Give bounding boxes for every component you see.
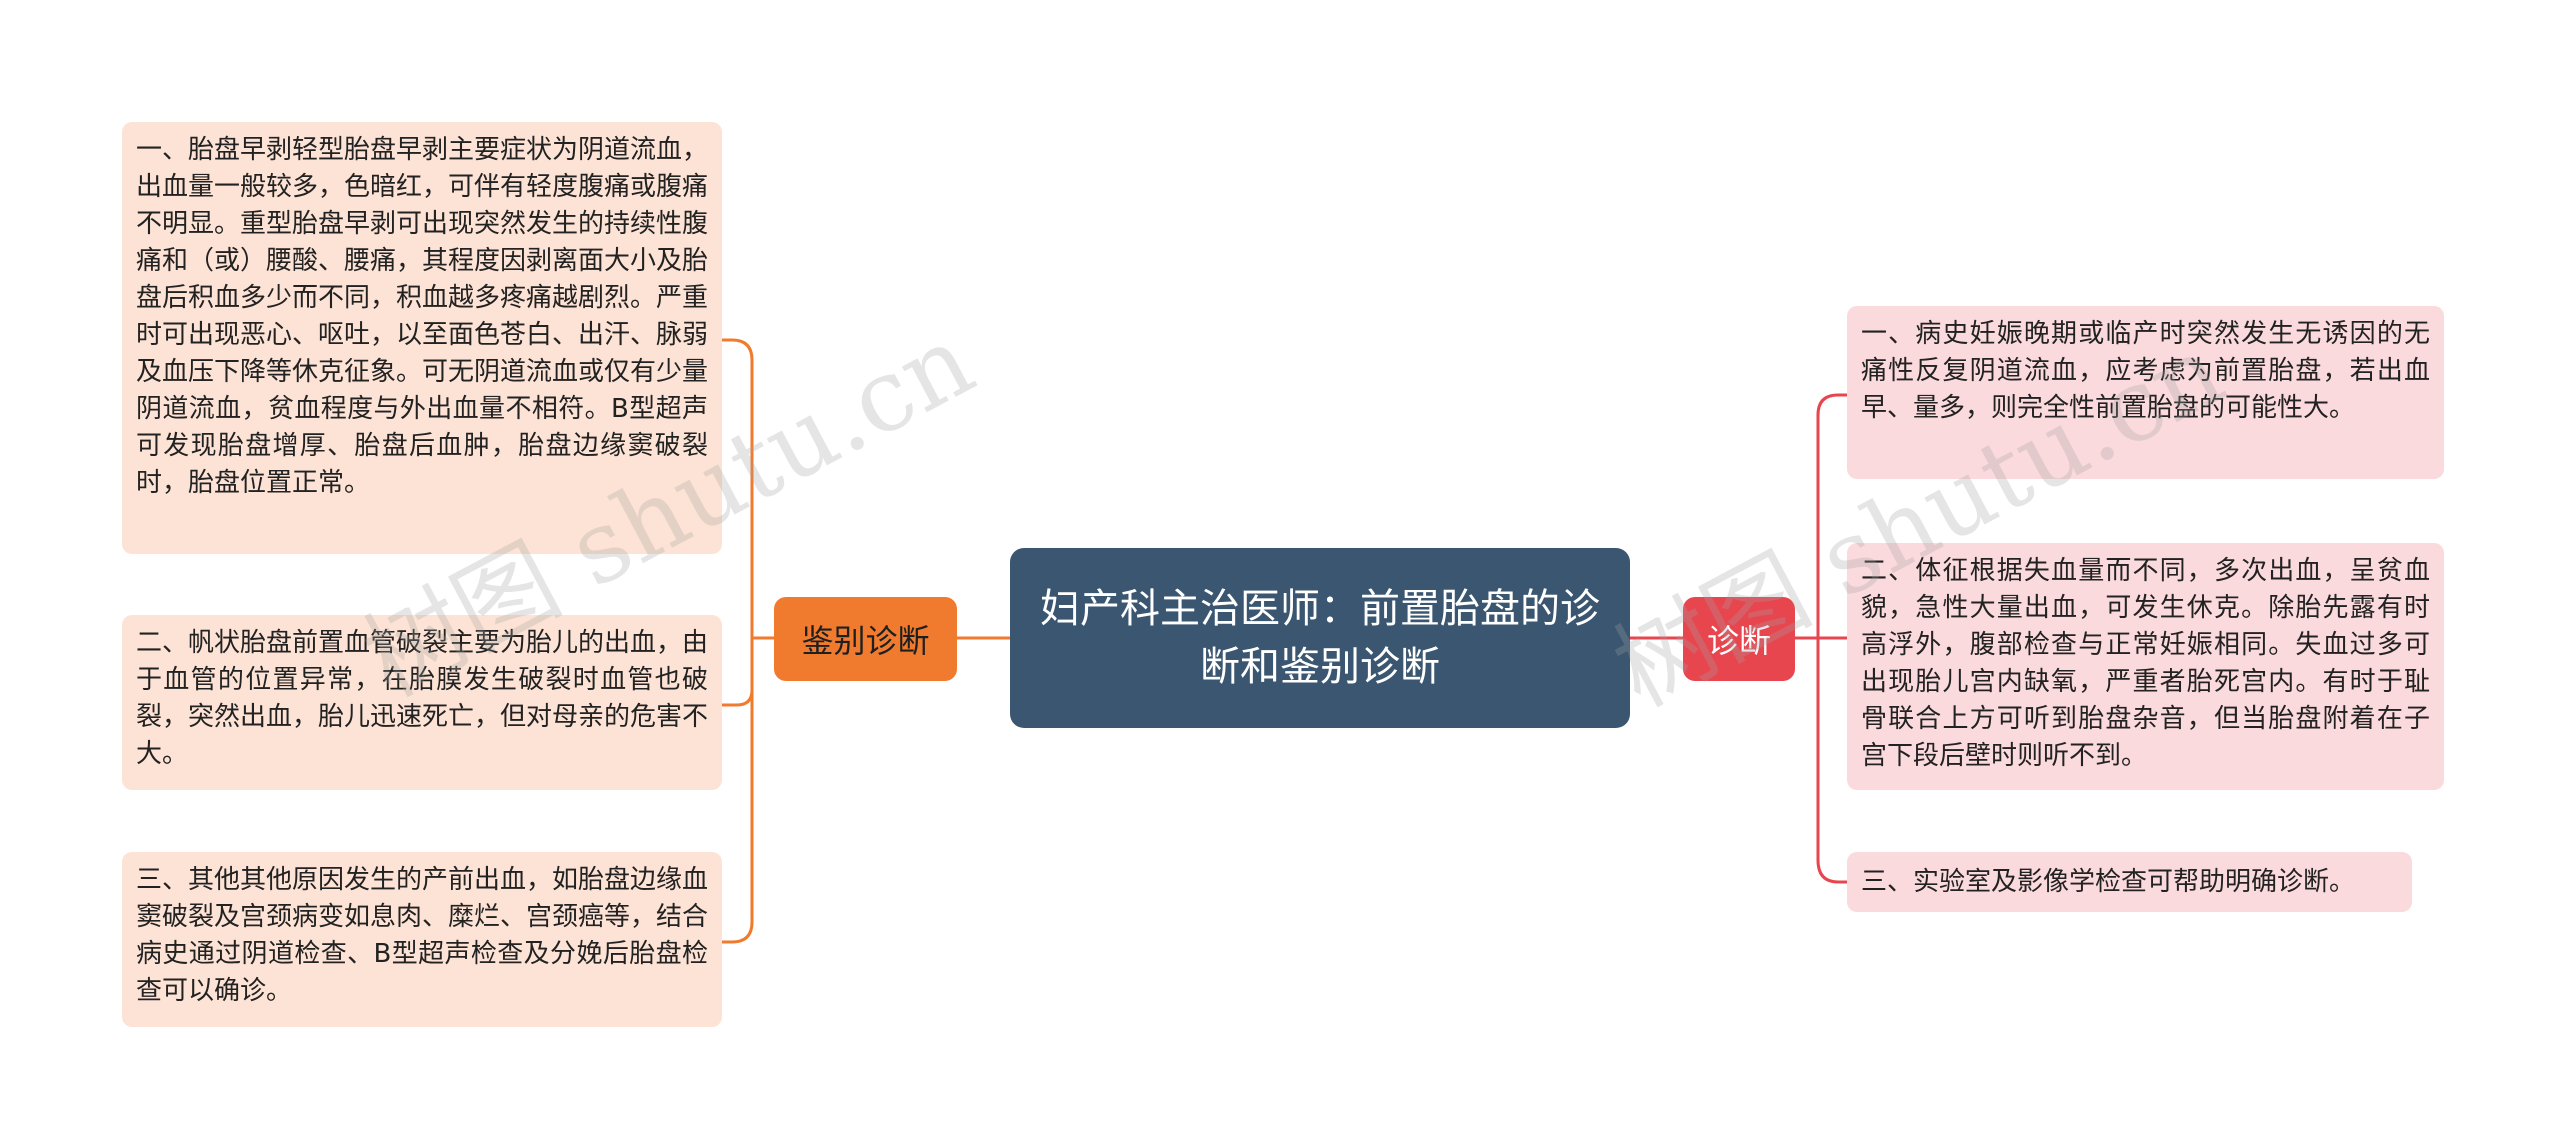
leaf-text: 二、体征根据失血量而不同，多次出血，呈贫血貌，急性大量出血，可发生休克。除胎先露…	[1861, 556, 2430, 771]
leaf-signs[interactable]: 二、体征根据失血量而不同，多次出血，呈贫血貌，急性大量出血，可发生休克。除胎先露…	[1847, 543, 2444, 790]
branch-diagnosis-label: 诊断	[1706, 622, 1771, 660]
link-left-bracket	[722, 338, 774, 944]
central-topic[interactable]: 妇产科主治医师：前置胎盘的诊断和鉴别诊断	[1010, 548, 1630, 728]
branch-differential-diagnosis[interactable]: 鉴别诊断	[774, 597, 957, 681]
branch-differential-diagnosis-label: 鉴别诊断	[801, 622, 930, 660]
central-topic-text: 妇产科主治医师：前置胎盘的诊断和鉴别诊断	[1040, 586, 1600, 690]
branch-diagnosis[interactable]: 诊断	[1683, 597, 1795, 681]
leaf-text: 一、胎盘早剥轻型胎盘早剥主要症状为阴道流血，出血量一般较多，色暗红，可伴有轻度腹…	[136, 135, 709, 498]
leaf-text: 二、帆状胎盘前置血管破裂主要为胎儿的出血，由于血管的位置异常，在胎膜发生破裂时血…	[136, 628, 709, 769]
leaf-text: 一、病史妊娠晚期或临产时突然发生无诱因的无痛性反复阴道流血，应考虑为前置胎盘，若…	[1861, 319, 2430, 423]
link-right-bracket	[1795, 393, 1847, 884]
leaf-lab-imaging[interactable]: 三、实验室及影像学检查可帮助明确诊断。	[1847, 852, 2412, 912]
leaf-text: 三、其他其他原因发生的产前出血，如胎盘边缘血窦破裂及宫颈病变如息肉、糜烂、宫颈癌…	[136, 865, 709, 1006]
leaf-vasa-previa[interactable]: 二、帆状胎盘前置血管破裂主要为胎儿的出血，由于血管的位置异常，在胎膜发生破裂时血…	[122, 615, 722, 790]
leaf-placental-abruption[interactable]: 一、胎盘早剥轻型胎盘早剥主要症状为阴道流血，出血量一般较多，色暗红，可伴有轻度腹…	[122, 122, 722, 554]
leaf-other-causes[interactable]: 三、其他其他原因发生的产前出血，如胎盘边缘血窦破裂及宫颈病变如息肉、糜烂、宫颈癌…	[122, 852, 722, 1027]
leaf-history[interactable]: 一、病史妊娠晚期或临产时突然发生无诱因的无痛性反复阴道流血，应考虑为前置胎盘，若…	[1847, 306, 2444, 479]
leaf-text: 三、实验室及影像学检查可帮助明确诊断。	[1861, 867, 2356, 897]
